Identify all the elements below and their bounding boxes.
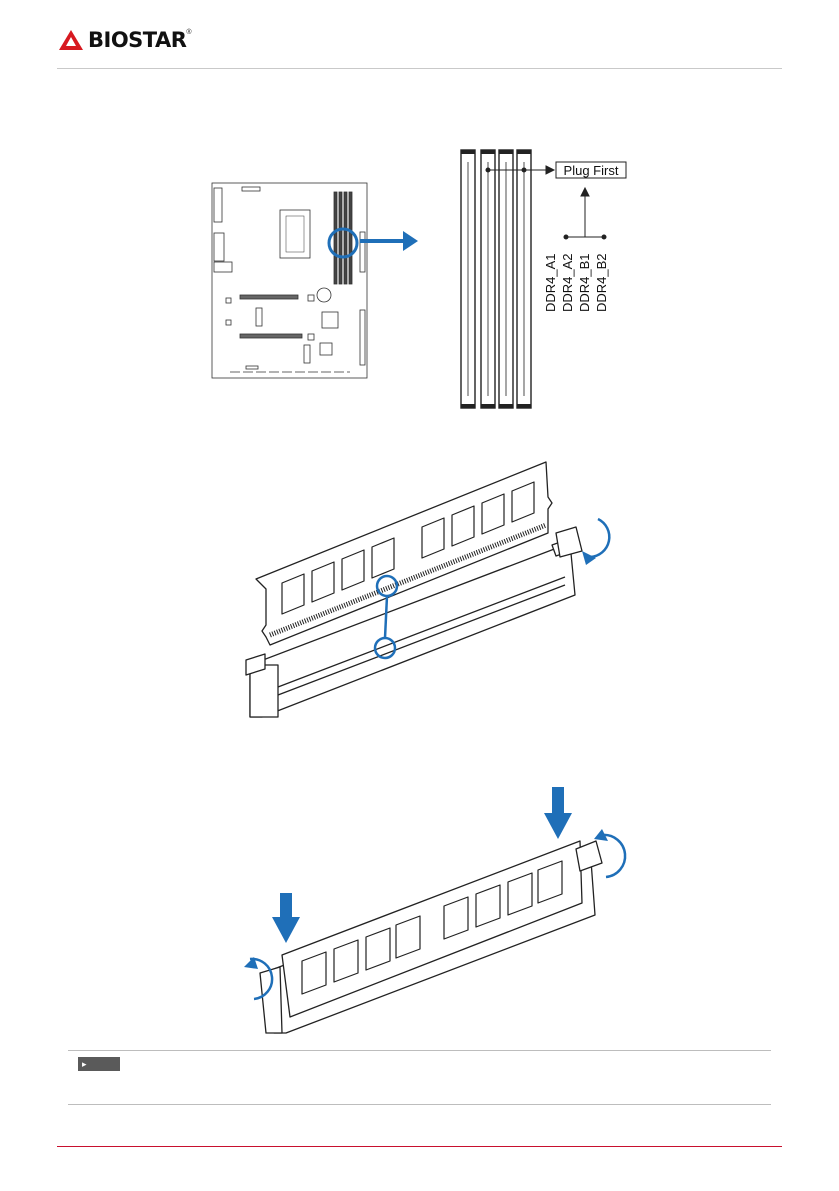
press-down-arrow-right-icon <box>544 787 572 839</box>
biostar-logo-icon <box>58 29 84 51</box>
module-alignment-diagram <box>230 455 620 725</box>
dimm-slots-zoomed <box>461 150 531 408</box>
note-arrow-icon: ▸ <box>82 1059 87 1069</box>
slot-label-a2: DDR4_A2 <box>560 253 575 312</box>
press-down-arrow-left-icon <box>272 893 300 943</box>
latch-rotate-icon <box>582 519 609 565</box>
header-rule <box>57 68 782 69</box>
note-box: ▸ <box>68 1050 771 1105</box>
slot-label-b2: DDR4_B2 <box>594 253 609 312</box>
motherboard-illustration <box>212 183 367 378</box>
installed-module-illustration <box>260 841 602 1033</box>
footer-rule <box>57 1146 782 1147</box>
brand-logo: BIOSTAR ® <box>58 28 192 52</box>
slot-label-a1: DDR4_A1 <box>543 253 558 312</box>
plug-first-label: Plug First <box>564 163 619 178</box>
slot-label-b1: DDR4_B1 <box>577 253 592 312</box>
memory-slot-diagram: Plug First DDR4_A1 DDR4_A2 DDR4_B1 DDR4_… <box>200 140 640 415</box>
dimm-highlight-circle <box>329 229 357 257</box>
note-tag: ▸ <box>78 1057 120 1071</box>
module-insertion-diagram <box>230 785 630 1045</box>
brand-reg: ® <box>186 29 191 36</box>
brand-name: BIOSTAR <box>88 28 186 52</box>
zoom-arrow-icon <box>360 231 418 251</box>
